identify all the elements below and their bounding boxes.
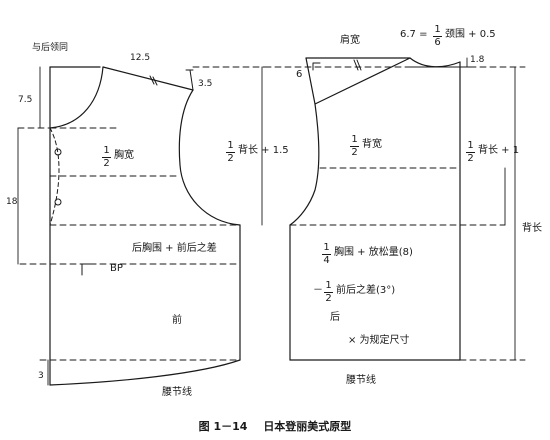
front-shoulder-line (102, 66, 194, 91)
bust-diff-label: 后胸围 + 前后之差 (132, 243, 217, 254)
front-center-dashed-curve (49, 127, 60, 226)
hem-drop-value: 3 (38, 371, 44, 381)
back-guide-lines (264, 66, 526, 361)
back-width-label: 背宽 (362, 139, 382, 150)
back-waist-line-label: 腰节线 (346, 375, 376, 386)
shoulder-width-value: 12.5 (130, 53, 151, 63)
front-neck-curve (49, 66, 104, 129)
shoulder-drop-value: 6 (296, 69, 303, 80)
bust-quarter-label: 胸围 + 放松量(8) (334, 247, 413, 258)
figure-caption: 图 1－14 日本登丽美式原型 (0, 418, 550, 434)
figure-number: 图 1－14 (198, 420, 248, 433)
button-icon (54, 198, 62, 206)
diff-prefix: － (313, 285, 323, 296)
back-shoulder-triangle (305, 57, 411, 105)
bust-point-height: 18 (6, 197, 18, 207)
figure-title: 日本登丽美式原型 (263, 420, 352, 433)
front-bodice (49, 66, 241, 386)
back-bodice (289, 57, 461, 361)
neck-depth-value: 7.5 (18, 95, 33, 105)
bp-label: BP (110, 263, 123, 274)
shoulder-slope-value: 3.5 (198, 79, 213, 89)
front-armhole-curve (178, 89, 241, 226)
front-back-length-label: 背长 + 1.5 (238, 145, 289, 156)
back-neck-curve (409, 57, 461, 68)
back-note: × 为规定尺寸 (348, 335, 410, 346)
back-armhole-curve (289, 103, 320, 226)
front-waist-line-label: 腰节线 (162, 387, 192, 398)
chest-width-label: 胸宽 (114, 150, 134, 161)
front-guide-lines (17, 66, 266, 361)
side-seam-note: 与后领同 (32, 43, 69, 53)
diff-label: 前后之差(3°) (336, 285, 396, 296)
button-icon (54, 148, 62, 156)
back-piece-label: 后 (330, 312, 340, 323)
neck-formula-suffix: 颈围 + 0.5 (445, 29, 496, 40)
neck-formula-prefix: 6.7 = (400, 29, 428, 40)
neck-rise-value: 1.8 (470, 55, 485, 65)
total-back-length-label: 背长 (522, 223, 542, 234)
front-piece-label: 前 (172, 315, 182, 326)
back-shoulder-width-label: 肩宽 (340, 35, 360, 46)
front-hem-curve (49, 359, 241, 386)
front-buttons (54, 148, 62, 206)
back-length-label: 背长 + 1 (478, 145, 520, 156)
